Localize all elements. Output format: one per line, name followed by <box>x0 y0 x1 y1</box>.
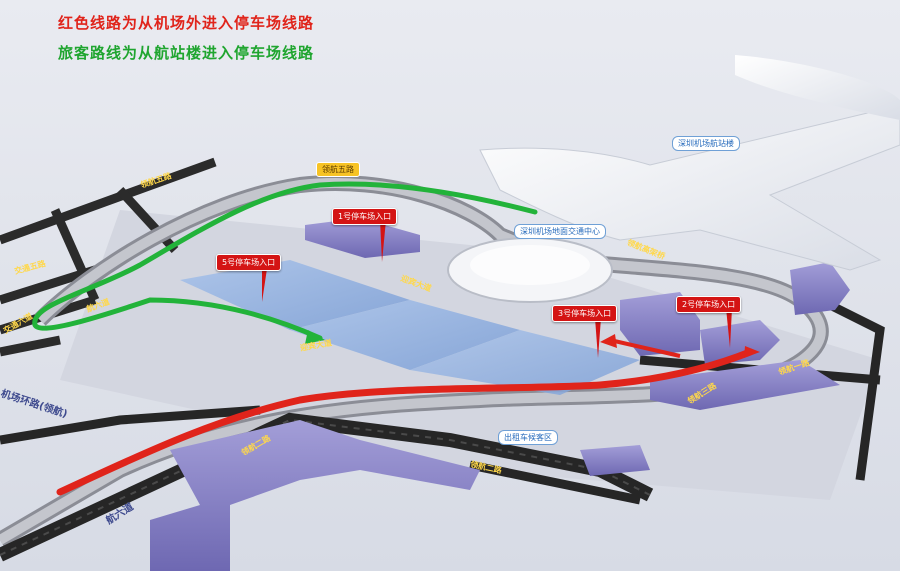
legend-red-route: 红色线路为从机场外进入停车场线路 <box>58 14 315 32</box>
green-arrow <box>305 330 325 344</box>
parking-lot-center <box>290 300 520 370</box>
road-grid-left <box>0 157 217 357</box>
callout-parking-5: 5号停车场入口 <box>216 254 282 271</box>
tag-taxi-area: 出租车候客区 <box>498 430 558 445</box>
red-route <box>56 348 754 496</box>
building-taxi <box>580 445 650 476</box>
building-east-3 <box>790 262 850 315</box>
building-p1 <box>305 218 420 258</box>
tag-ground-transport-center: 深圳机场地面交通中心 <box>514 224 606 239</box>
legend-green-route: 旅客路线为从航站楼进入停车场线路 <box>58 44 315 62</box>
callout-parking-1: 1号停车场入口 <box>332 208 398 225</box>
terminal-building <box>479 104 900 271</box>
building-south-east <box>650 360 840 410</box>
building-east-2 <box>700 320 780 365</box>
tag-hanghang-road: 领航五路 <box>316 162 360 177</box>
building-south-wing <box>150 420 480 571</box>
parking-lot-5 <box>180 260 410 330</box>
green-route <box>32 181 538 341</box>
callout-parking-3: 3号停车场入口 <box>552 305 618 322</box>
parking-lot-3 <box>410 330 640 395</box>
callout-parking-2: 2号停车场入口 <box>676 296 742 313</box>
red-arrow <box>600 334 617 348</box>
tag-terminal: 深圳机场航站楼 <box>672 136 740 151</box>
